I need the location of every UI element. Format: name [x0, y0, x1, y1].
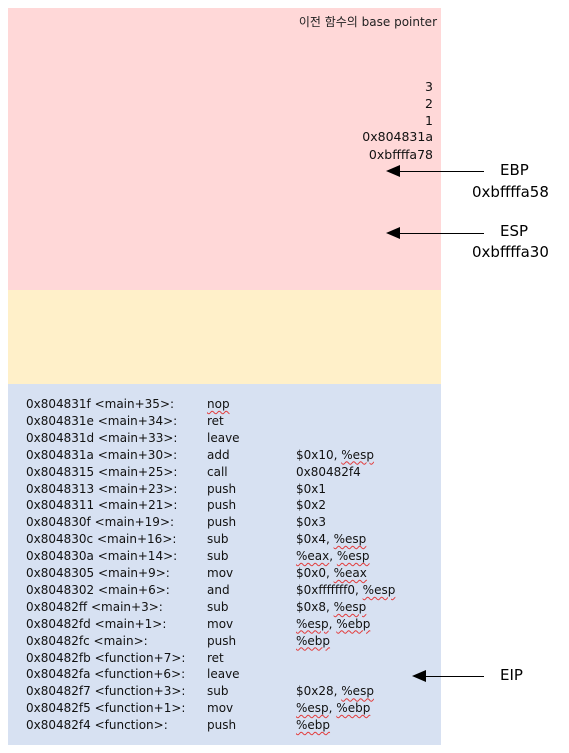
stack-value: 2: [425, 96, 433, 111]
instruction-address: 0x8048302 <main+6>:: [26, 582, 170, 597]
instruction-operands: %ebp: [296, 633, 331, 648]
instruction-address: 0x8048313 <main+23>:: [26, 481, 178, 496]
instruction-address: 0x80482fa <function+6>:: [26, 667, 186, 682]
instruction-address: 0x80482fc <main>:: [26, 633, 148, 648]
instruction-address: 0x80482ff <main+3>:: [26, 599, 163, 614]
instruction-mnemonic: push: [207, 481, 237, 496]
instruction-address: 0x80482f5 <function+1>:: [26, 701, 186, 716]
instruction-mnemonic: ret: [207, 650, 224, 665]
instruction-address: 0x804831e <main+34>:: [26, 413, 178, 428]
instruction-mnemonic: and: [207, 582, 230, 597]
instruction-operands: %ebp: [296, 718, 331, 733]
instruction-operands: %esp, %ebp: [296, 701, 371, 716]
ebp-arrow-line: [398, 171, 484, 172]
instruction-address: 0x8048305 <main+9>:: [26, 566, 170, 580]
instruction-address: 0x80482fd <main+1>:: [26, 616, 167, 631]
instruction-address: 0x804831d <main+33>:: [26, 430, 178, 445]
instruction-operands: $0x1: [296, 481, 327, 496]
instruction-operands: $0x10, %esp: [296, 447, 374, 462]
eip-arrow-line: [424, 676, 484, 677]
instruction-mnemonic: leave: [207, 667, 240, 682]
esp-arrow-line: [398, 233, 484, 234]
stack-value: 1: [425, 113, 433, 128]
instruction-operands: $0x28, %esp: [296, 684, 374, 699]
instruction-mnemonic: call: [207, 464, 228, 479]
instruction-mnemonic: push: [207, 498, 237, 513]
instruction-mnemonic: add: [207, 447, 230, 462]
heap-region: [8, 290, 441, 384]
instruction-mnemonic: sub: [207, 599, 229, 614]
stack-value: 0x804831a: [362, 129, 433, 144]
instruction-mnemonic: mov: [207, 701, 234, 716]
instruction-operands: $0x4, %esp: [296, 532, 367, 547]
instruction-mnemonic: push: [207, 633, 237, 648]
instruction-mnemonic: nop: [207, 397, 230, 411]
instruction-address: 0x804831a <main+30>:: [26, 447, 178, 462]
instruction-operands: $0x3: [296, 515, 327, 530]
esp-address: 0xbffffa30: [472, 243, 549, 261]
instruction-address: 0x804830a <main+14>:: [26, 549, 178, 564]
instruction-address: 0x8048315 <main+25>:: [26, 464, 178, 479]
instruction-mnemonic: sub: [207, 684, 229, 699]
instruction-mnemonic: sub: [207, 532, 229, 547]
instruction-operands: %eax, %esp: [296, 549, 370, 564]
stack-value: 0xbffffa78: [368, 147, 433, 162]
ebp-label: EBP: [500, 161, 529, 179]
instruction-operands: $0x2: [296, 498, 327, 513]
instruction-address: 0x804830c <main+16>:: [26, 532, 177, 547]
esp-arrow-icon: [386, 227, 400, 239]
instruction-address: 0x8048311 <main+21>:: [26, 498, 178, 513]
esp-label: ESP: [500, 222, 529, 240]
stack-value: 3: [425, 79, 433, 94]
instruction-operands: $0xfffffff0, %esp: [296, 582, 396, 597]
ebp-address: 0xbffffa58: [472, 183, 549, 201]
instruction-mnemonic: push: [207, 718, 237, 733]
instruction-mnemonic: mov: [207, 616, 234, 631]
eip-arrow-icon: [412, 670, 426, 682]
instruction-mnemonic: sub: [207, 549, 229, 564]
instruction-operands: $0x0, %eax: [296, 566, 367, 580]
stack-note: 이전 함수의 base pointer: [298, 15, 437, 29]
instruction-address: 0x804831f <main+35>:: [26, 397, 175, 411]
instruction-address: 0x80482f7 <function+3>:: [26, 684, 186, 699]
stack-region: 이전 함수의 base pointer 3 2 1 0x804831a 0xbf…: [8, 8, 441, 290]
eip-label: EIP: [500, 666, 523, 684]
instruction-operands: %esp, %ebp: [296, 616, 371, 631]
code-region: [8, 384, 441, 745]
instruction-address: 0x80482f4 <function>:: [26, 718, 168, 733]
instruction-address: 0x804830f <main+19>:: [26, 515, 175, 530]
instruction-mnemonic: push: [207, 515, 237, 530]
ebp-arrow-icon: [386, 165, 400, 177]
instruction-operands: $0x8, %esp: [296, 599, 367, 614]
instruction-mnemonic: leave: [207, 430, 240, 445]
instruction-mnemonic: ret: [207, 413, 224, 428]
instruction-address: 0x80482fb <function+7>:: [26, 650, 186, 665]
instruction-operands: 0x80482f4: [296, 464, 361, 479]
instruction-mnemonic: mov: [207, 566, 234, 580]
